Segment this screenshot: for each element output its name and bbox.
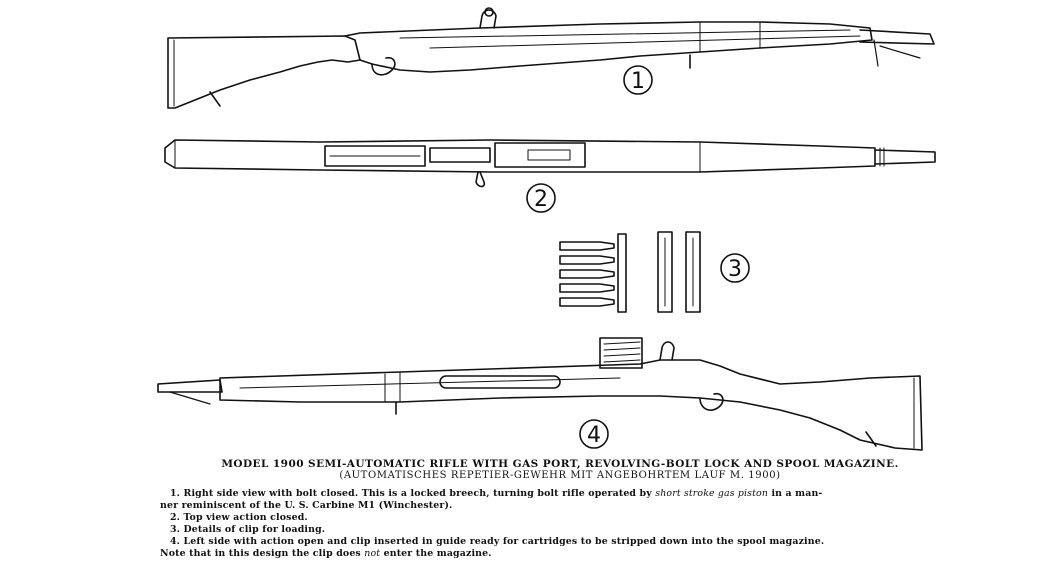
rifle-illustration: 1 2 3 4 — [157, 7, 936, 451]
caption-subtitle: (AUTOMATISCHES REPETIER-GEWEHR MIT ANGEB… — [339, 470, 781, 481]
caption-note-1-continued: ner reminiscent of the U. S. Carbine M1 … — [160, 500, 453, 511]
caption-note-4-text: Note that in this design the clip does — [160, 548, 361, 559]
caption-note-2: 2. Top view action closed. — [170, 512, 308, 523]
caption-note-1: 1. Right side view with bolt closed. Thi… — [160, 488, 960, 500]
caption-note-4-emphasis: not — [364, 548, 381, 559]
figure-label-3: 3 — [728, 257, 742, 282]
rifle-view-2-top — [164, 139, 936, 188]
figure-label-4: 4 — [587, 423, 601, 448]
caption-note-1-emphasis: short stroke gas piston — [655, 488, 769, 499]
label-circle-3 — [720, 253, 750, 283]
caption-note-1-text-end: in a man- — [771, 488, 823, 499]
rifle-view-1-right-side — [167, 7, 935, 109]
figure-caption: MODEL 1900 SEMI-AUTOMATIC RIFLE WITH GAS… — [160, 458, 960, 560]
caption-note-4-text-end: enter the magazine. — [383, 548, 492, 559]
rifle-view-4-left-side — [157, 337, 923, 451]
clip-details-3 — [559, 231, 701, 313]
label-circle-2 — [526, 183, 556, 213]
caption-note-4-continued: Note that in this design the clip does n… — [160, 548, 960, 560]
caption-note-3: 3. Details of clip for loading. — [170, 524, 326, 535]
caption-note-4: 4. Left side with action open and clip i… — [170, 536, 825, 547]
figure-label-2: 2 — [534, 187, 548, 212]
label-circle-1 — [623, 65, 653, 95]
label-circle-4 — [579, 419, 609, 449]
caption-note-1-text: 1. Right side view with bolt closed. Thi… — [170, 488, 652, 499]
caption-title: MODEL 1900 SEMI-AUTOMATIC RIFLE WITH GAS… — [221, 458, 899, 470]
figure-label-1: 1 — [631, 69, 645, 94]
